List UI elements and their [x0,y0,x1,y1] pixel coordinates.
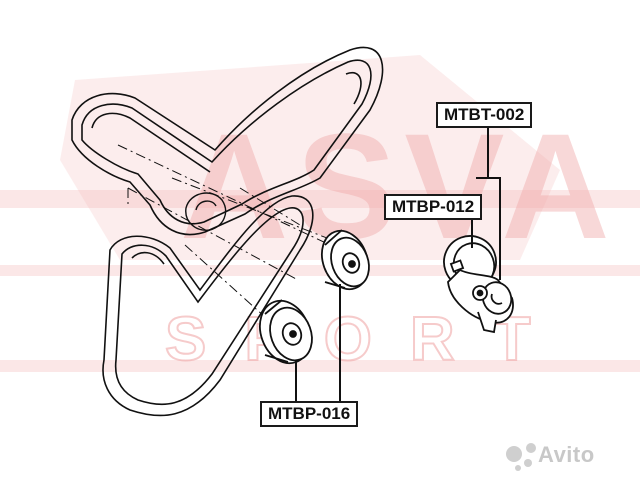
pulley-crank-outline [185,192,227,231]
watermark-sub: SPORT [165,305,569,374]
watermark-band-bottom [0,360,640,372]
idler-pulley-icon [259,299,313,365]
watermark-brand: ASVA [180,102,618,270]
leader-lines [295,124,501,401]
label-idler-pulley: MTBP-016 [260,401,359,427]
alignment-lines [117,144,346,336]
avito-logo-icon [506,443,536,471]
belt-lower [102,195,314,417]
idler-pulley-upper [321,229,370,291]
label-tensioner: MTBT-002 [436,102,533,128]
tensioner-icon [443,235,514,334]
belt-upper [71,46,384,236]
label-tensioner-pulley: MTBP-012 [384,194,483,220]
avito-watermark: Avito [538,442,595,467]
